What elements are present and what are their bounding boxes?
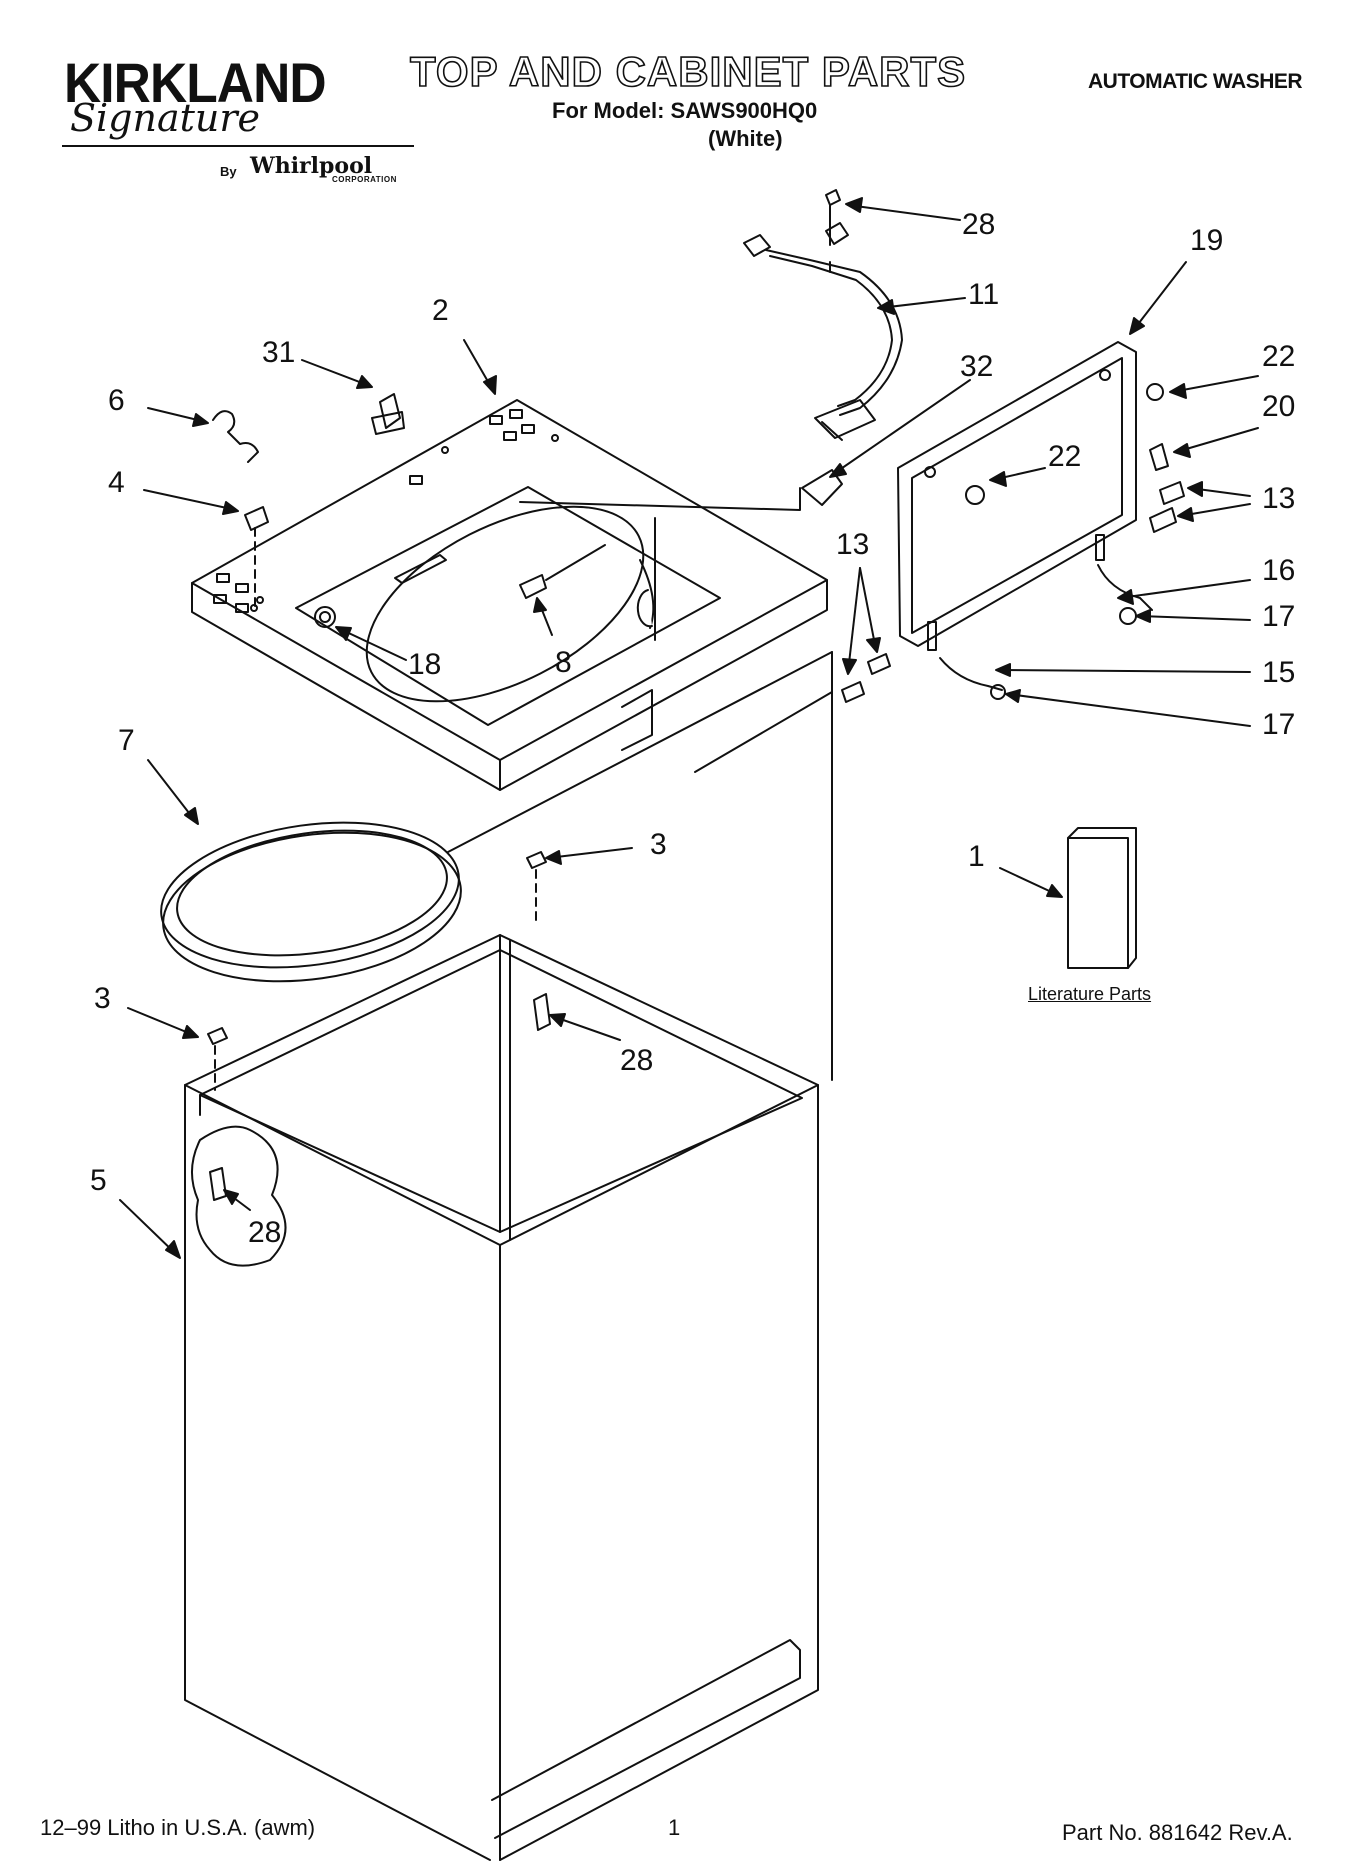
logo-by-text: By <box>220 164 237 179</box>
part-8-screw <box>519 574 547 599</box>
footer-print-info: 12–99 Litho in U.S.A. (awm) <box>40 1815 316 1840</box>
part-5-cabinet <box>184 934 819 1861</box>
callout-22-plug-top: 22 <box>1262 340 1296 373</box>
callout-1-literature: 1 <box>968 840 985 873</box>
lid-switch-harness <box>743 189 903 441</box>
callout-11-harness: 11 <box>968 278 1000 311</box>
appliance-type: AUTOMATIC WASHER <box>1088 70 1303 93</box>
manufacturer-logo: Whirlpool <box>250 153 373 179</box>
part-4-clip <box>244 506 269 531</box>
callout-28-screw-mid: 28 <box>620 1044 654 1077</box>
callout-8-screw: 8 <box>555 646 572 679</box>
part-32-clip <box>801 469 843 506</box>
console-back-panel <box>841 341 1185 703</box>
callout-31-clip: 31 <box>262 336 296 369</box>
callout-4-clip: 4 <box>108 466 125 499</box>
literature-parts-label: Literature Parts <box>1028 984 1152 1004</box>
callout-22-plug-mid: 22 <box>1048 440 1082 473</box>
washer-top-part <box>191 399 828 791</box>
manufacturer-sub: CORPORATION <box>332 175 397 184</box>
callout-leaders <box>119 197 1259 1259</box>
part-18-bumper <box>314 606 336 628</box>
callout-5-cabinet: 5 <box>90 1164 107 1197</box>
callout-6-bracket: 6 <box>108 384 125 417</box>
brand-logo: KIRKLAND <box>64 51 327 114</box>
logo-divider <box>62 145 414 147</box>
callout-28-screw-top: 28 <box>962 208 996 241</box>
part-28-screw-low <box>209 1167 227 1201</box>
part-3-clip-upper <box>526 851 547 869</box>
brand-script: Signature <box>70 96 261 140</box>
callout-20-clip: 20 <box>1262 390 1296 423</box>
callout-13-left: 13 <box>836 528 870 561</box>
callout-2-top: 2 <box>432 294 449 327</box>
part-3-clip-lower <box>207 1027 228 1045</box>
callout-18-bumper: 18 <box>408 648 442 681</box>
callout-17-upper: 17 <box>1262 600 1296 633</box>
part-6-bracket <box>212 410 259 463</box>
callout-28-screw-low: 28 <box>248 1216 282 1249</box>
footer-part-number: Part No. 881642 Rev.A. <box>1062 1820 1293 1845</box>
callout-16-hose: 16 <box>1262 554 1296 587</box>
callout-7-ring: 7 <box>118 724 135 757</box>
part-28-screw-mid <box>533 993 551 1031</box>
color-line: (White) <box>708 126 783 151</box>
part-1-literature-book <box>1067 837 1129 969</box>
callout-32-clip: 32 <box>960 350 994 383</box>
model-line: For Model: SAWS900HQ0 <box>552 98 818 123</box>
callout-3-clip-lower: 3 <box>94 982 111 1015</box>
callout-19-console: 19 <box>1190 224 1224 257</box>
callout-3-clip-upper: 3 <box>650 828 667 861</box>
footer-page-number: 1 <box>668 1815 681 1840</box>
page-title: TOP AND CABINET PARTS <box>409 47 967 96</box>
callout-17-lower: 17 <box>1262 708 1296 741</box>
callout-15-hose: 15 <box>1262 656 1296 689</box>
part-7-tub-ring <box>160 821 462 983</box>
part-31-clip <box>379 393 401 429</box>
callout-13-right: 13 <box>1262 482 1296 515</box>
